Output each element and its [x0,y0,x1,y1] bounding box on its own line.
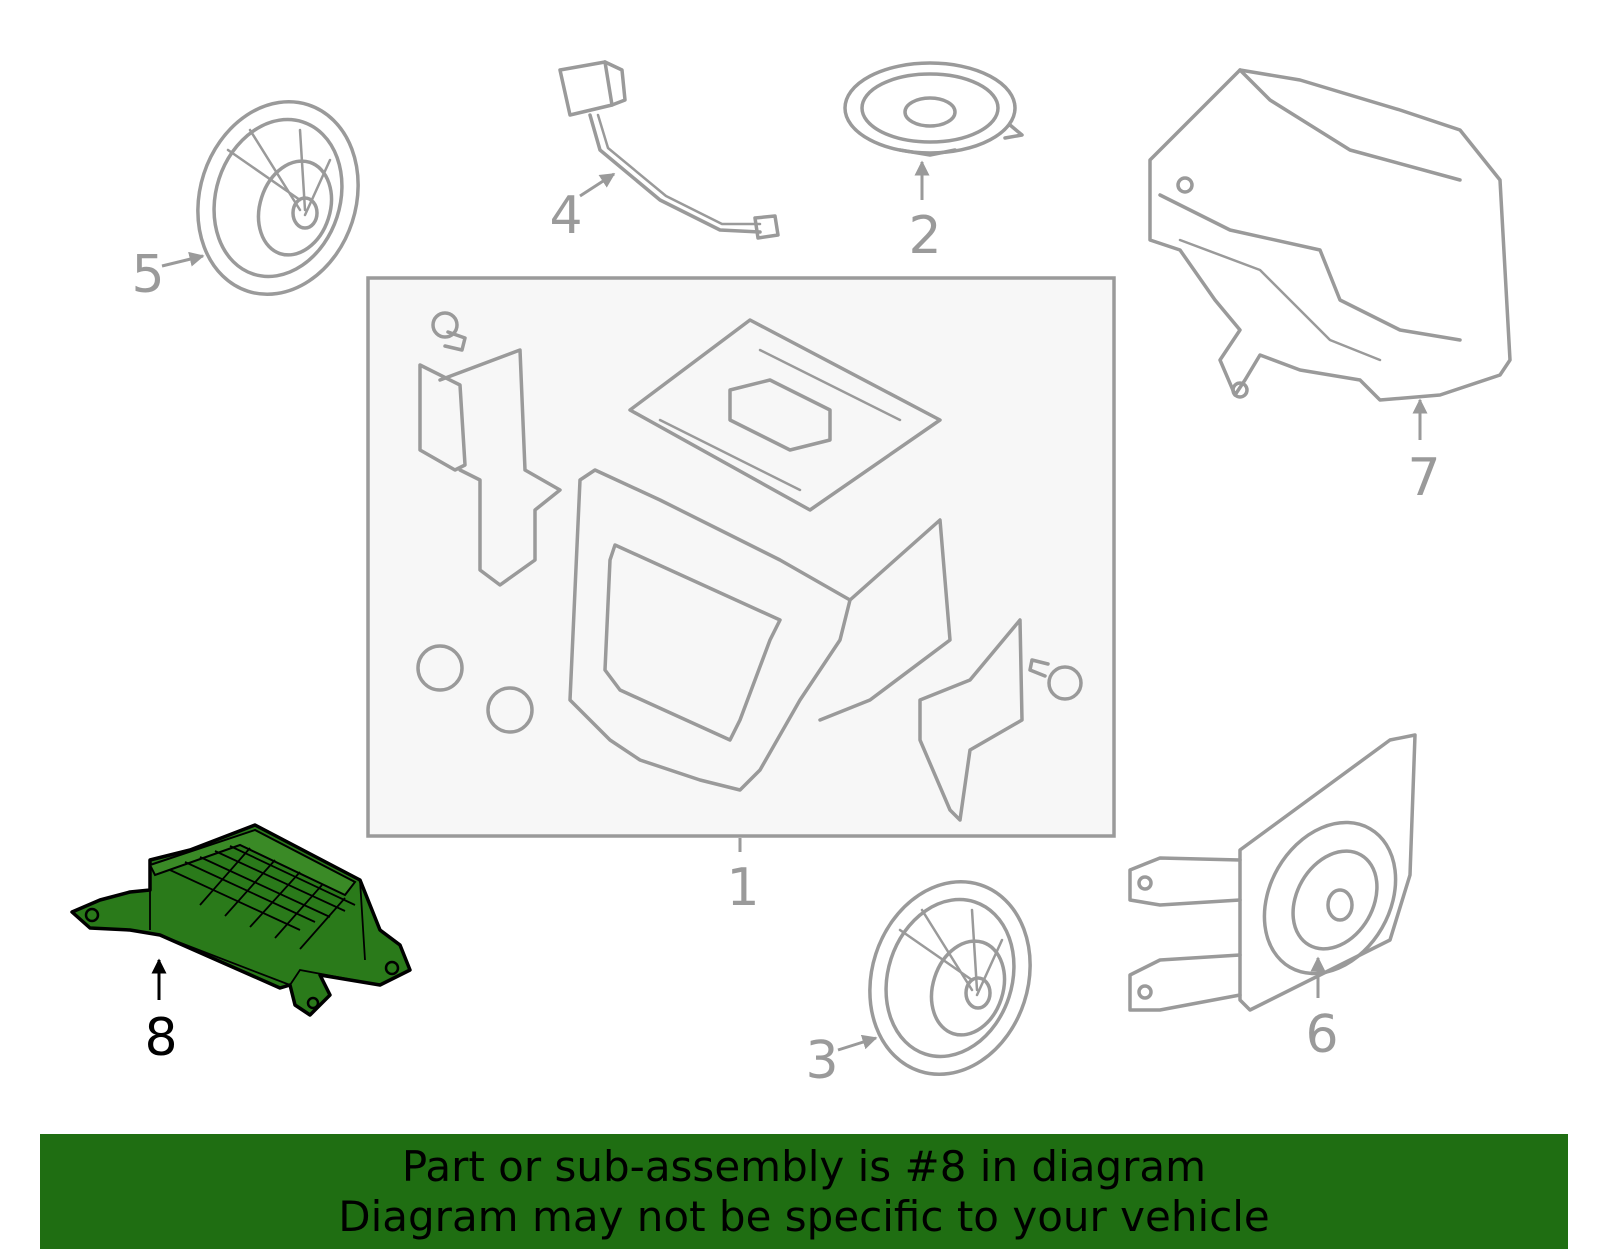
info-banner: Part or sub-assembly is #8 in diagram Di… [40,1134,1568,1249]
callout-2: 2 [908,206,941,266]
callout-8: 8 [144,1008,177,1068]
callout-7: 7 [1407,448,1440,508]
speaker-part-2[interactable] [843,61,1024,157]
callout-6: 6 [1305,1005,1338,1065]
callout-3: 3 [805,1031,838,1091]
module-bracket-part-8[interactable] [70,823,412,1017]
leader-line-4 [579,172,616,198]
banner-line-1: Part or sub-assembly is #8 in diagram [401,1141,1207,1191]
wire-harness-part-4[interactable] [558,60,780,240]
door-speaker-part-5[interactable] [174,81,383,316]
callout-4: 4 [549,186,582,246]
banner-line-2: Diagram may not be specific to your vehi… [338,1191,1270,1241]
radio-head-unit-part[interactable] [416,311,1083,822]
assembly-box [366,276,1116,838]
leader-line-3 [837,1034,878,1052]
leader-line-5 [161,251,205,268]
callout-5: 5 [131,245,164,305]
callout-1: 1 [726,858,759,918]
subwoofer-enclosure-part-7[interactable] [1148,68,1512,402]
speaker-bracket-part-6[interactable] [1128,733,1422,1012]
door-speaker-part-3[interactable] [846,861,1055,1096]
